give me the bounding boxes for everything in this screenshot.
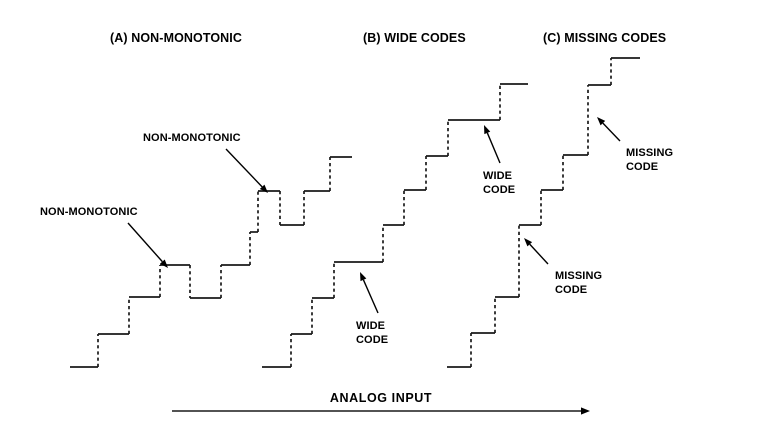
leader-arrowhead	[484, 125, 491, 135]
annotation-leader-group	[127, 117, 621, 314]
annotation-line: MISSING	[555, 270, 602, 282]
leader-arrowhead	[597, 117, 606, 126]
panel-title-b: (B) WIDE CODES	[363, 31, 466, 45]
annotation-leader-a-upper	[225, 148, 268, 193]
annotation-label-b-lower: WIDE CODE	[356, 320, 388, 346]
annotation-leader-a-lower	[127, 222, 168, 268]
leader-line	[362, 279, 379, 314]
analog-input-label: ANALOG INPUT	[330, 391, 432, 405]
panel-title-c: (C) MISSING CODES	[543, 31, 666, 45]
panel-title-group: (A) NON-MONOTONIC (B) WIDE CODES (C) MISSI…	[110, 31, 666, 45]
annotation-label-c-lower: MISSING CODE	[555, 270, 602, 296]
staircase-b	[262, 83, 528, 368]
staircase-c	[447, 57, 640, 368]
staircase-group	[70, 57, 640, 368]
annotation-leader-c-upper	[597, 117, 621, 142]
leader-arrowhead	[159, 259, 168, 268]
leader-line	[529, 243, 549, 265]
annotation-label-b-upper: WIDE CODE	[483, 170, 515, 196]
annotation-line: CODE	[626, 161, 658, 173]
annotation-line: CODE	[555, 284, 587, 296]
annotation-line: CODE	[356, 334, 388, 346]
annotation-line: NON-MONOTONIC	[143, 132, 241, 144]
annotation-line: CODE	[483, 184, 515, 196]
leader-arrowhead	[259, 184, 268, 193]
annotation-leader-b-lower	[360, 272, 379, 314]
annotation-leader-b-upper	[484, 125, 501, 164]
leader-arrowhead	[360, 272, 367, 282]
annotation-line: NON-MONOTONIC	[40, 206, 138, 218]
annotation-line: WIDE	[356, 320, 385, 332]
leader-line	[225, 148, 263, 188]
annotation-text-group: NON-MONOTONIC NON-MONOTONIC WIDE CODE WIDE CO…	[40, 132, 673, 346]
annotation-label-a-upper: NON-MONOTONIC	[143, 132, 241, 144]
annotation-label-c-upper: MISSING CODE	[626, 147, 673, 173]
annotation-line: MISSING	[626, 147, 673, 159]
staircase-a	[70, 156, 352, 368]
annotation-line: WIDE	[483, 170, 512, 182]
leader-line	[486, 132, 501, 164]
leader-arrowhead	[524, 238, 533, 247]
annotation-leader-c-lower	[524, 238, 549, 265]
leader-line	[602, 122, 621, 142]
annotation-label-a-lower: NON-MONOTONIC	[40, 206, 138, 218]
analog-input-arrowhead	[581, 407, 590, 415]
analog-input-axis: ANALOG INPUT	[172, 391, 590, 415]
panel-title-a: (A) NON-MONOTONIC	[110, 31, 242, 45]
leader-line	[127, 222, 163, 263]
